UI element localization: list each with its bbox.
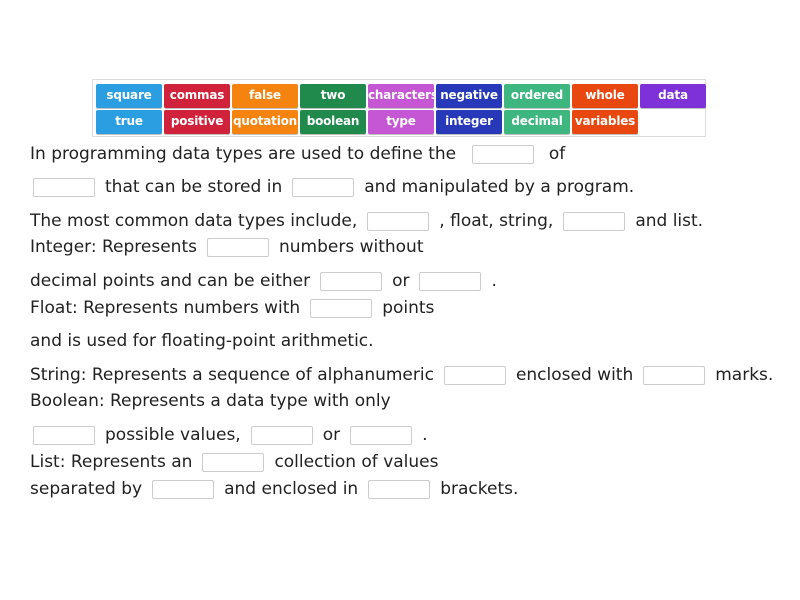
answer-blank[interactable] <box>563 211 626 231</box>
sentence-text: The most common data types include, <box>30 211 358 231</box>
sentence-text: In programming data types are used to de… <box>30 144 462 164</box>
sentence-text: numbers without <box>278 237 424 257</box>
sentence-line: String: Represents a sequence of alphanu… <box>30 363 773 387</box>
sentence-text: of <box>543 144 566 164</box>
word-tile[interactable]: false <box>232 84 298 108</box>
sentence-line: List: Represents an collection of values <box>30 450 439 474</box>
answer-blank[interactable] <box>152 479 215 499</box>
sentence-text: String: Represents a sequence of alphanu… <box>30 365 434 385</box>
answer-blank[interactable] <box>367 211 430 231</box>
word-tile[interactable]: quotation <box>232 110 298 134</box>
word-tile[interactable]: integer <box>436 110 502 134</box>
sentence-text: brackets. <box>440 479 519 499</box>
answer-blank[interactable] <box>320 271 383 291</box>
sentence-line: that can be stored in and manipulated by … <box>30 175 634 199</box>
word-tile[interactable]: whole <box>572 84 638 108</box>
sentence-text: points <box>382 298 435 318</box>
word-tile[interactable]: decimal <box>504 110 570 134</box>
sentence-line: Integer: Represents numbers without <box>30 235 424 259</box>
answer-blank[interactable] <box>310 298 373 318</box>
word-tile[interactable]: square <box>96 84 162 108</box>
word-tile[interactable]: variables <box>572 110 638 134</box>
answer-blank[interactable] <box>443 365 506 385</box>
answer-blank[interactable] <box>643 365 706 385</box>
sentence-text: Integer: Represents <box>30 237 197 257</box>
sentence-text: . <box>422 425 428 445</box>
answer-blank[interactable] <box>471 144 534 164</box>
sentence-line: separated by and enclosed in brackets. <box>30 477 518 501</box>
sentence-text: decimal points and can be either <box>30 271 311 291</box>
sentence-text: and enclosed in <box>224 479 359 499</box>
sentence-text: or <box>392 271 410 291</box>
word-tile[interactable]: commas <box>164 84 230 108</box>
word-tile[interactable]: boolean <box>300 110 366 134</box>
sentence-line: possible values, or. <box>30 423 428 447</box>
sentence-text: and is used for floating-point arithmeti… <box>30 331 374 351</box>
sentence-text: and manipulated by a program. <box>364 177 635 197</box>
sentence-text: enclosed with <box>515 365 634 385</box>
sentence-text: marks. <box>715 365 774 385</box>
sentence-text: separated by <box>30 479 143 499</box>
answer-blank[interactable] <box>202 452 265 472</box>
sentence-line: decimal points and can be either or. <box>30 269 497 293</box>
sentence-line: Boolean: Represents a data type with onl… <box>30 389 391 413</box>
sentence-text: and list. <box>635 211 704 231</box>
sentence-text: List: Represents an <box>30 452 193 472</box>
word-tile[interactable]: ordered <box>504 84 570 108</box>
word-tile[interactable]: positive <box>164 110 230 134</box>
sentence-text: or <box>322 425 341 445</box>
sentence-text: that can be stored in <box>105 177 283 197</box>
answer-blank[interactable] <box>419 271 482 291</box>
answer-blank[interactable] <box>368 479 431 499</box>
answer-blank[interactable] <box>206 237 269 257</box>
answer-blank[interactable] <box>33 425 95 445</box>
sentence-line: Float: Represents numbers with points <box>30 296 434 320</box>
answer-blank[interactable] <box>250 425 313 445</box>
word-tile[interactable]: true <box>96 110 162 134</box>
sentence-text: collection of values <box>274 452 439 472</box>
sentence-line: The most common data types include, , flo… <box>30 209 703 233</box>
word-tile[interactable]: characters <box>368 84 434 108</box>
answer-blank[interactable] <box>350 425 413 445</box>
answer-blank[interactable] <box>292 177 355 197</box>
answer-blank[interactable] <box>33 177 95 197</box>
word-tile[interactable]: negative <box>436 84 502 108</box>
sentence-text: possible values, <box>105 425 241 445</box>
word-tile[interactable]: data <box>640 84 706 108</box>
word-tile[interactable]: two <box>300 84 366 108</box>
sentence-text: Float: Represents numbers with <box>30 298 301 318</box>
sentence-line: In programming data types are used to de… <box>30 142 565 166</box>
word-tile[interactable]: type <box>368 110 434 134</box>
sentence-text: Boolean: Represents a data type with onl… <box>30 391 391 411</box>
sentence-text: , float, string, <box>439 211 554 231</box>
sentence-text: . <box>491 271 497 291</box>
sentence-line: and is used for floating-point arithmeti… <box>30 329 374 353</box>
